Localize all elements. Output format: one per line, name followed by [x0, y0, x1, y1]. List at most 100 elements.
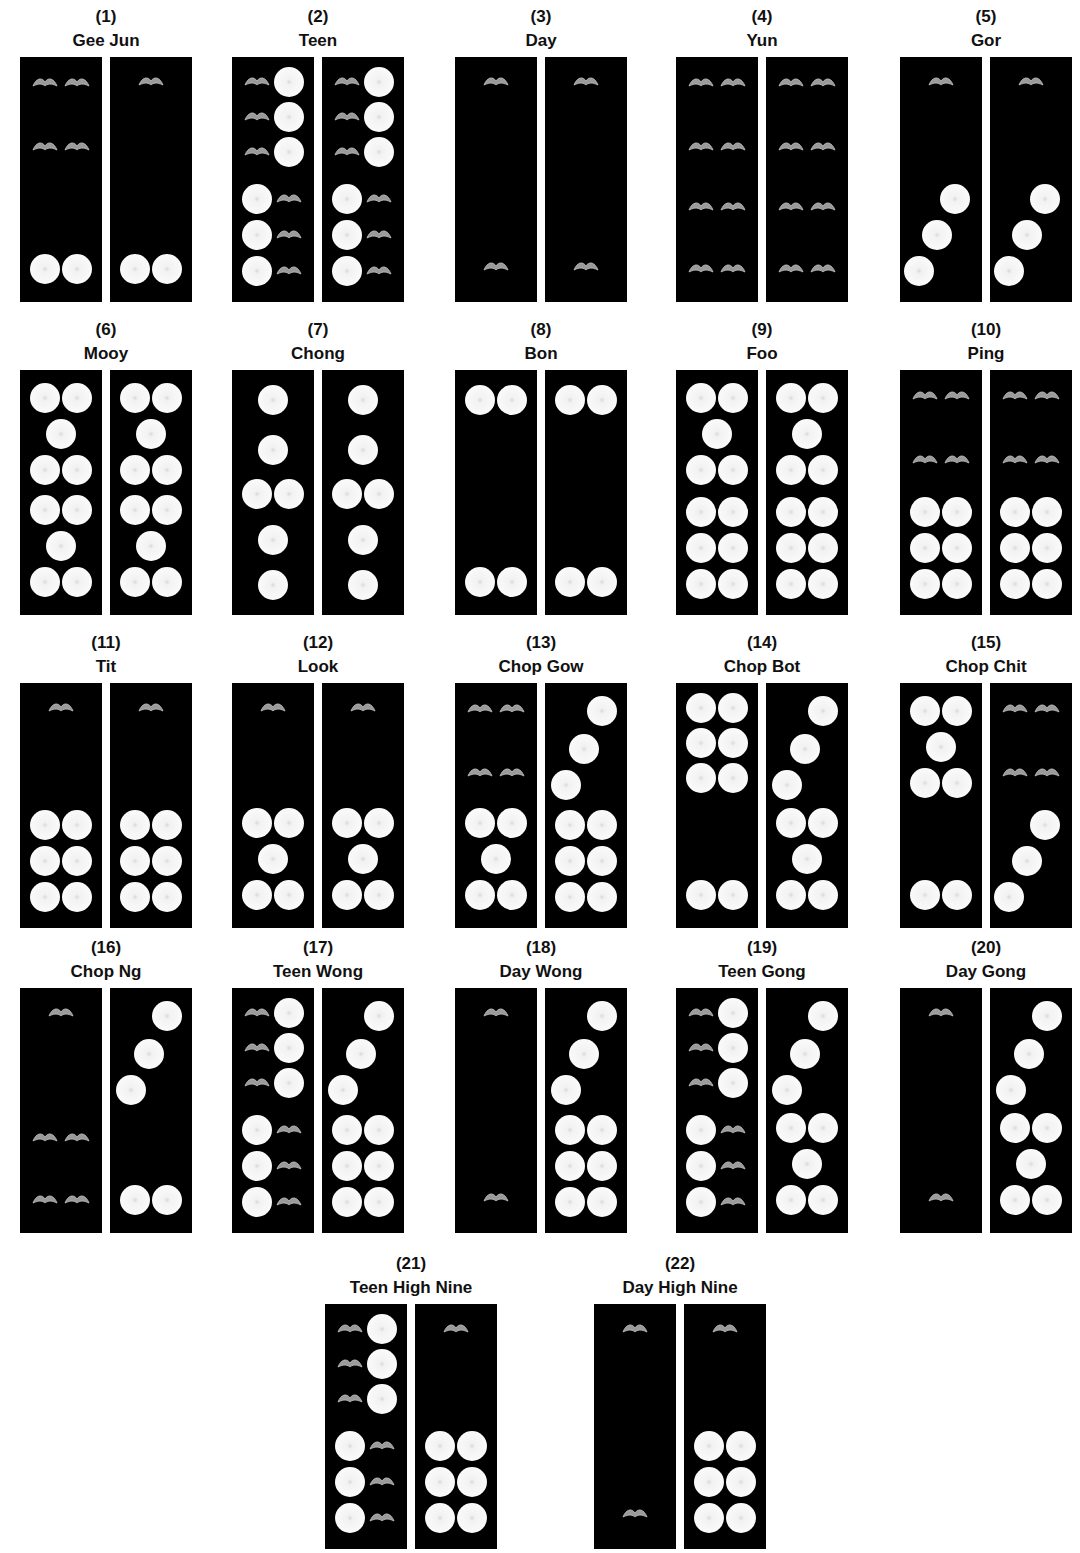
red-pip: [779, 143, 803, 150]
red-pip: [245, 148, 269, 155]
white-pip: [555, 810, 585, 840]
white-pip: [242, 880, 272, 910]
white-pip: [694, 1467, 724, 1497]
white-pip: [686, 763, 716, 793]
white-pip: [62, 254, 92, 284]
domino-tile: [990, 683, 1072, 928]
callout-number: (22): [665, 1253, 695, 1275]
white-pip: [718, 763, 748, 793]
white-pip: [718, 569, 748, 599]
white-pip: [258, 385, 288, 415]
red-pip: [689, 1009, 713, 1016]
white-pip: [465, 880, 495, 910]
tile-name: Chop Ng: [71, 961, 142, 983]
red-pip: [623, 1510, 647, 1517]
red-pip: [779, 265, 803, 272]
red-pip: [689, 1044, 713, 1051]
tile-name: Look: [298, 656, 339, 678]
tile-face: [676, 370, 758, 615]
white-pip: [242, 256, 272, 286]
white-pip: [686, 728, 716, 758]
tile-face: [232, 370, 314, 615]
domino-pair: [676, 988, 848, 1233]
red-pip: [945, 392, 969, 399]
callout-number: (9): [752, 319, 773, 341]
callout-number: (10): [971, 319, 1001, 341]
domino-pair: [20, 683, 192, 928]
white-pip: [808, 696, 838, 726]
domino-pair: [232, 370, 404, 615]
domino-pair: [676, 683, 848, 928]
white-pip: [348, 385, 378, 415]
tile-face: [545, 370, 627, 615]
red-pip: [139, 704, 163, 711]
red-pip: [33, 79, 57, 86]
white-pip: [136, 419, 166, 449]
white-pip: [274, 137, 304, 167]
white-pip: [120, 1185, 150, 1215]
tile-face: [322, 683, 404, 928]
red-pip: [277, 1162, 301, 1169]
tile-face: [766, 370, 848, 615]
white-pip: [904, 256, 934, 286]
red-pip: [49, 1009, 73, 1016]
domino-pair: [900, 683, 1072, 928]
callout-number: (14): [747, 632, 777, 654]
tile-face: [766, 57, 848, 302]
domino-tile: [455, 57, 537, 302]
red-pip: [689, 1079, 713, 1086]
white-pip: [555, 385, 585, 415]
white-pip: [726, 1503, 756, 1533]
white-pip: [1030, 810, 1060, 840]
domino-pair: [325, 1304, 497, 1549]
tile-face: [900, 57, 982, 302]
red-pip: [139, 78, 163, 85]
white-pip: [718, 533, 748, 563]
white-pip: [335, 1467, 365, 1497]
tile-face: [455, 683, 537, 928]
tile-name: Mooy: [84, 343, 128, 365]
white-pip: [686, 569, 716, 599]
red-pip: [65, 1196, 89, 1203]
domino-tile: [766, 683, 848, 928]
white-pip: [274, 102, 304, 132]
domino-tile: [20, 370, 102, 615]
white-pip: [274, 1033, 304, 1063]
white-pip: [718, 693, 748, 723]
callout-number: (13): [526, 632, 556, 654]
red-pip: [811, 79, 835, 86]
domino-tile: [455, 370, 537, 615]
white-pip: [1032, 1113, 1062, 1143]
tile-name: Teen High Nine: [350, 1277, 472, 1299]
white-pip: [30, 495, 60, 525]
domino-tile: [415, 1304, 497, 1549]
red-pip: [335, 148, 359, 155]
tile-face: [900, 370, 982, 615]
domino-tile: [110, 57, 192, 302]
white-pip: [718, 728, 748, 758]
callout-number: (17): [303, 937, 333, 959]
domino-tile: [990, 370, 1072, 615]
white-pip: [242, 184, 272, 214]
tile-face: [900, 683, 982, 928]
red-pip: [929, 1194, 953, 1201]
callout-number: (15): [971, 632, 1001, 654]
white-pip: [994, 882, 1024, 912]
red-pip: [468, 705, 492, 712]
white-pip: [1012, 220, 1042, 250]
red-pip: [713, 1325, 737, 1332]
domino-pair: [455, 683, 627, 928]
white-pip: [457, 1431, 487, 1461]
white-pip: [120, 810, 150, 840]
white-pip: [587, 1115, 617, 1145]
red-pip: [370, 1478, 394, 1485]
white-pip: [808, 1001, 838, 1031]
red-pip: [277, 1198, 301, 1205]
domino-tile: [545, 683, 627, 928]
white-pip: [364, 1151, 394, 1181]
domino-tile: [676, 57, 758, 302]
domino-pair: [232, 683, 404, 928]
white-pip: [62, 567, 92, 597]
white-pip: [30, 846, 60, 876]
